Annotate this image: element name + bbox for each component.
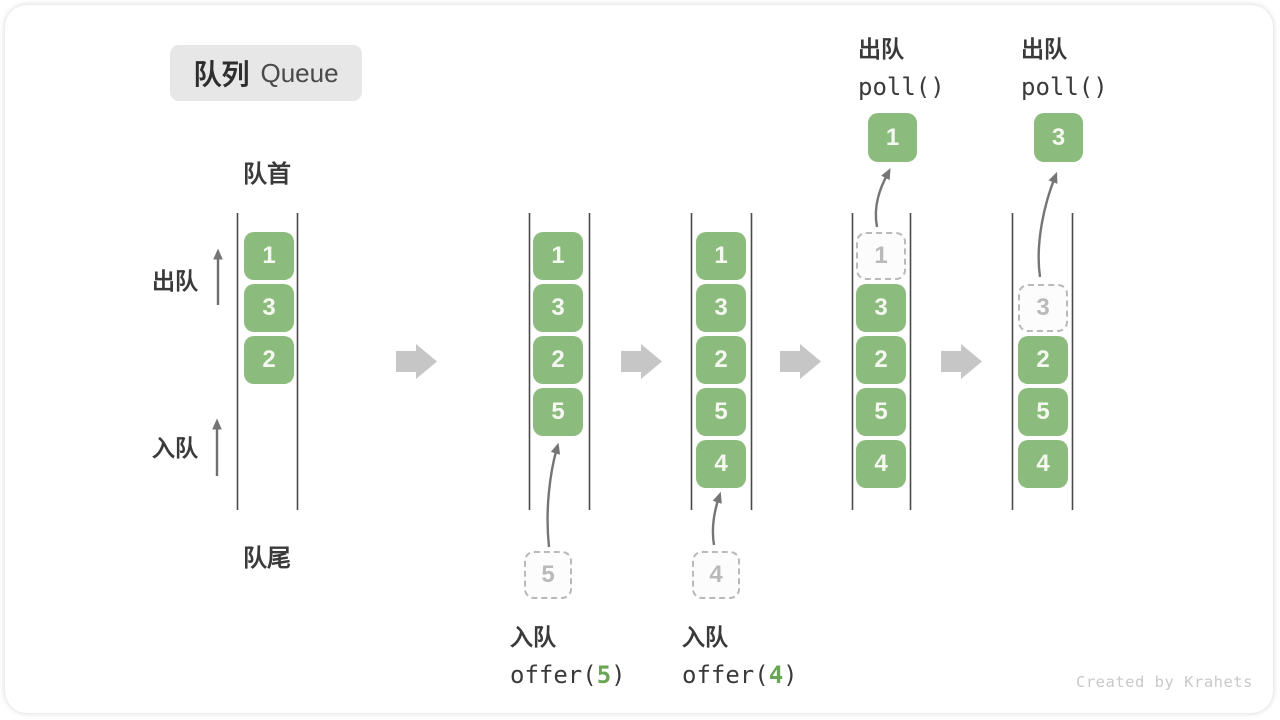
queue-channel-lines [236, 213, 1074, 510]
code-arg: 4 [768, 661, 784, 689]
code-text: ) [611, 661, 626, 689]
queue-element: 1 [533, 232, 583, 280]
dequeue-op-label: 出队 poll() [1021, 30, 1108, 101]
queue-element: 2 [696, 336, 746, 384]
enqueue-op-code: offer(4) [682, 661, 798, 689]
incoming-element-ghost: 4 [692, 551, 740, 599]
queue-element: 1 [696, 232, 746, 280]
enqueue-op-zh: 入队 [682, 624, 728, 650]
enqueue-op-label: 入队 offer(4) [682, 618, 798, 689]
dequeue-op-code: poll() [858, 73, 945, 101]
title-box: 队列 Queue [170, 45, 362, 101]
queue-element: 2 [533, 336, 583, 384]
enqueue-flow-arrow-icon [711, 491, 722, 546]
queue-element: 3 [856, 284, 906, 332]
polled-element: 3 [1034, 113, 1083, 162]
code-text: offer( [682, 661, 769, 689]
removed-element-ghost: 3 [1018, 284, 1068, 332]
enqueue-flow-arrow-icon [546, 442, 561, 548]
removed-element-ghost: 1 [856, 232, 906, 280]
code-text: offer( [510, 661, 597, 689]
queue-front-label: 队首 [243, 161, 291, 188]
queue-rear-label: 队尾 [243, 545, 291, 572]
queue-element: 3 [533, 284, 583, 332]
title-en: Queue [260, 57, 339, 88]
queue-element: 5 [533, 388, 583, 436]
queue-element: 5 [856, 388, 906, 436]
queue-element: 3 [244, 284, 294, 332]
watermark: Created by Krahets [1076, 673, 1253, 691]
dequeue-flow-arrow-icon [874, 168, 891, 228]
step-arrow-icon [396, 344, 437, 379]
enqueue-op-zh: 入队 [510, 624, 556, 650]
queue-element: 2 [856, 336, 906, 384]
step-arrow-icon [780, 344, 821, 379]
queue-element: 4 [1018, 440, 1068, 488]
enqueue-op-label: 入队 offer(5) [510, 618, 626, 689]
enqueue-op-code: offer(5) [510, 661, 626, 689]
polled-element: 1 [868, 113, 917, 162]
queue-element: 1 [244, 232, 294, 280]
dequeue-op-zh: 出队 [1021, 36, 1067, 62]
step-arrow-icon [941, 344, 982, 379]
title-zh: 队列 [193, 59, 250, 90]
code-arg: 5 [596, 661, 612, 689]
queue-element: 3 [696, 284, 746, 332]
code-text: ) [783, 661, 798, 689]
queue-element: 4 [856, 440, 906, 488]
queue-element: 5 [1018, 388, 1068, 436]
dequeue-op-code: poll() [1021, 73, 1108, 101]
dequeue-side-label: 出队 [152, 268, 198, 294]
dequeue-op-zh: 出队 [858, 36, 904, 62]
dequeue-op-label: 出队 poll() [858, 30, 945, 101]
queue-element: 5 [696, 388, 746, 436]
queue-element: 2 [244, 336, 294, 384]
incoming-element-ghost: 5 [524, 551, 572, 599]
enqueue-side-label: 入队 [152, 435, 198, 461]
dequeue-flow-arrow-icon [1037, 171, 1058, 278]
queue-element: 2 [1018, 336, 1068, 384]
queue-element: 4 [696, 440, 746, 488]
step-arrow-icon [621, 344, 662, 379]
